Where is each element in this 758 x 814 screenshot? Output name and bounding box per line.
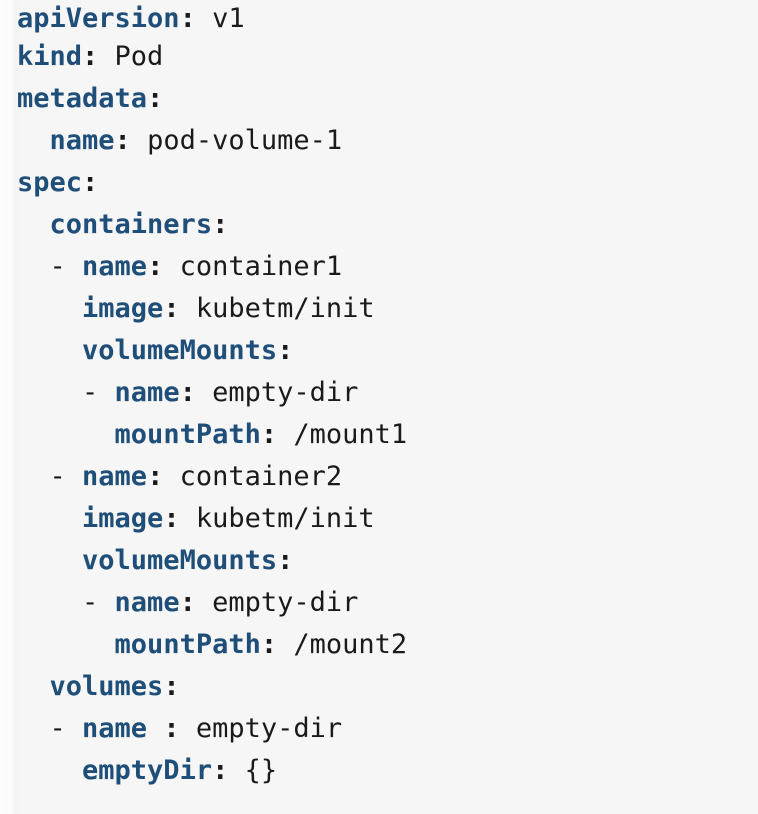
code-line: image: kubetm/init <box>0 498 758 540</box>
key: name <box>114 377 180 408</box>
value: {} <box>244 755 278 786</box>
sep: : <box>82 167 99 198</box>
value: kubetm/init <box>195 503 375 534</box>
sep: : <box>179 587 213 618</box>
code-line: - name: empty-dir <box>0 582 758 624</box>
code-line: - name: container1 <box>0 246 758 288</box>
value: empty-dir <box>212 587 359 618</box>
key: volumes <box>49 671 164 702</box>
dash: - <box>82 377 115 408</box>
indent <box>17 209 50 240</box>
code-line: containers: <box>0 204 758 246</box>
sep: : <box>163 503 196 534</box>
key: containers <box>49 209 213 240</box>
indent <box>17 713 50 744</box>
code-line: image: kubetm/init <box>0 288 758 330</box>
indent <box>17 293 82 324</box>
code-line: volumes: <box>0 666 758 708</box>
code-line: mountPath: /mount1 <box>0 414 758 456</box>
code-line: - name: container2 <box>0 456 758 498</box>
sep: : <box>147 461 180 492</box>
indent <box>17 503 82 534</box>
sep: : <box>179 3 213 34</box>
key: volumeMounts <box>82 545 278 576</box>
key: emptyDir <box>82 755 213 786</box>
sep: : <box>277 335 294 366</box>
sep: : <box>114 125 148 156</box>
key: name <box>82 461 148 492</box>
dash: - <box>49 713 83 744</box>
code-line: - name : empty-dir <box>0 708 758 750</box>
code-line: volumeMounts: <box>0 330 758 372</box>
key: image <box>82 503 164 534</box>
dash: - <box>49 251 83 282</box>
indent <box>17 419 115 450</box>
code-line: name: pod-volume-1 <box>0 120 758 162</box>
indent <box>17 545 82 576</box>
dash: - <box>49 461 83 492</box>
sep: : <box>163 671 180 702</box>
value: kubetm/init <box>195 293 375 324</box>
value: empty-dir <box>212 377 359 408</box>
key: apiVersion <box>17 3 180 34</box>
sep: : <box>82 41 115 72</box>
key: image <box>82 293 164 324</box>
sep: : <box>277 545 294 576</box>
indent <box>17 755 82 786</box>
indent <box>17 587 82 618</box>
sep: : <box>260 419 294 450</box>
value: container2 <box>179 461 343 492</box>
sep: : <box>179 377 213 408</box>
value: empty-dir <box>195 713 343 744</box>
sep: : <box>147 251 180 282</box>
indent <box>17 251 50 282</box>
sep: : <box>147 83 164 114</box>
key: volumeMounts <box>82 335 278 366</box>
key: kind <box>17 41 83 72</box>
sep: : <box>212 755 245 786</box>
indent <box>17 629 115 660</box>
indent <box>17 335 82 366</box>
key: mountPath <box>114 419 261 450</box>
value: /mount2 <box>293 629 408 660</box>
indent <box>17 377 82 408</box>
sep: : <box>147 713 196 744</box>
key: name <box>114 587 180 618</box>
key: spec <box>17 167 83 198</box>
value: container1 <box>179 251 343 282</box>
indent <box>17 461 50 492</box>
dash: - <box>82 587 115 618</box>
key: metadata <box>17 83 148 114</box>
code-line: mountPath: /mount2 <box>0 624 758 666</box>
indent <box>17 671 50 702</box>
key: name <box>49 125 115 156</box>
value: v1 <box>212 3 245 34</box>
code-line: spec: <box>0 162 758 204</box>
key: name <box>82 251 148 282</box>
code-line: kind: Pod <box>0 36 758 78</box>
code-line: apiVersion: v1 <box>0 0 758 36</box>
sep: : <box>163 293 196 324</box>
key: mountPath <box>114 629 261 660</box>
value: pod-volume-1 <box>147 125 343 156</box>
key: name <box>82 713 148 744</box>
code-line: - name: empty-dir <box>0 372 758 414</box>
value: /mount1 <box>293 419 408 450</box>
indent <box>17 125 50 156</box>
sep: : <box>212 209 229 240</box>
value: Pod <box>114 41 164 72</box>
sep: : <box>260 629 294 660</box>
code-line: emptyDir: {} <box>0 750 758 792</box>
code-line: volumeMounts: <box>0 540 758 582</box>
code-line: metadata: <box>0 78 758 120</box>
